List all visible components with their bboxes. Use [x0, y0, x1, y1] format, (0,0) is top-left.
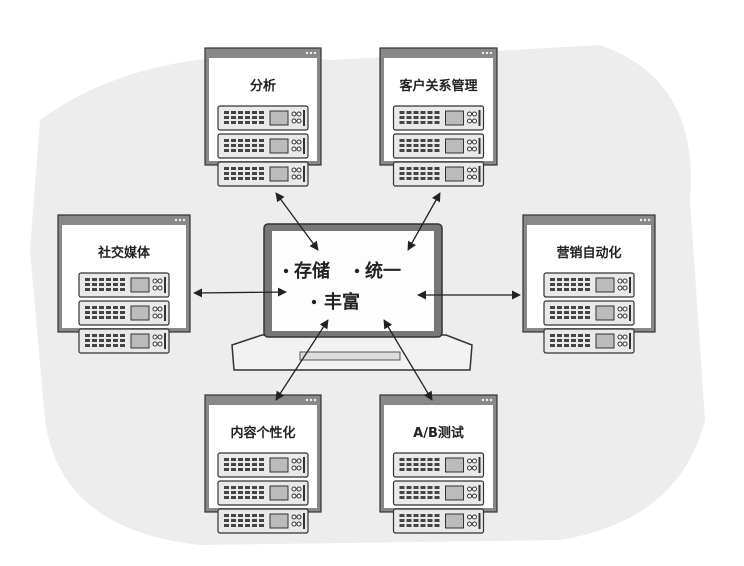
window-dot-icon [639, 218, 643, 222]
laptop: 存储 统一 丰富 [231, 223, 473, 371]
window-dot-icon [174, 218, 178, 222]
window-dot-icon [481, 398, 485, 402]
center-item-store: 存储 [294, 260, 330, 282]
server-unit-icon [217, 161, 309, 187]
node-abtest: A/B测试 [379, 394, 498, 534]
server-unit-icon [78, 300, 170, 326]
window-dot-icon [489, 51, 493, 55]
arrow-abtest [383, 319, 433, 401]
node-marketing: 营销自动化 [522, 214, 656, 354]
server-unit-icon [78, 272, 170, 298]
window-dot-icon [313, 51, 317, 55]
server-unit-icon [392, 133, 485, 159]
server-unit-icon [392, 161, 485, 187]
window-dot-icon [313, 398, 317, 402]
node-label: 社交媒体 [97, 245, 151, 261]
server-unit-icon [543, 272, 635, 298]
server-unit-icon [217, 133, 309, 159]
server-unit-icon [392, 105, 485, 131]
window-dot-icon [485, 51, 489, 55]
arrow-analytics [275, 192, 319, 251]
window-dot-icon [305, 398, 309, 402]
node-label: 内容个性化 [230, 425, 295, 441]
server-unit-icon [78, 328, 170, 354]
server-unit-icon [217, 508, 309, 534]
window-dot-icon [305, 51, 309, 55]
server-unit-icon [392, 480, 485, 506]
node-social: 社交媒体 [57, 214, 191, 354]
window-dot-icon [485, 398, 489, 402]
center-item-unify: 统一 [365, 260, 401, 282]
node-label: A/B测试 [413, 425, 464, 441]
window-dot-icon [643, 218, 647, 222]
node-label: 分析 [250, 78, 276, 94]
server-unit-icon [543, 300, 635, 326]
node-personalization: 内容个性化 [204, 394, 322, 534]
arrow-personalization [275, 319, 329, 401]
node-crm: 客户关系管理 [379, 47, 498, 187]
window-dot-icon [489, 398, 493, 402]
server-unit-icon [217, 105, 309, 131]
arrow-crm [407, 192, 441, 251]
server-unit-icon [392, 508, 485, 534]
connection-arrows [193, 192, 521, 401]
arrow-social [193, 287, 287, 298]
window-dot-icon [178, 218, 182, 222]
center-item-enrich: 丰富 [324, 291, 360, 313]
server-unit-icon [217, 480, 309, 506]
window-dot-icon [647, 218, 651, 222]
node-label: 客户关系管理 [399, 78, 477, 94]
server-unit-icon [543, 328, 635, 354]
window-dot-icon [182, 218, 186, 222]
server-unit-icon [392, 452, 485, 478]
window-dot-icon [309, 398, 313, 402]
node-analytics: 分析 [204, 47, 322, 187]
node-label: 营销自动化 [556, 245, 621, 261]
server-unit-icon [217, 452, 309, 478]
window-dot-icon [309, 51, 313, 55]
window-dot-icon [481, 51, 485, 55]
